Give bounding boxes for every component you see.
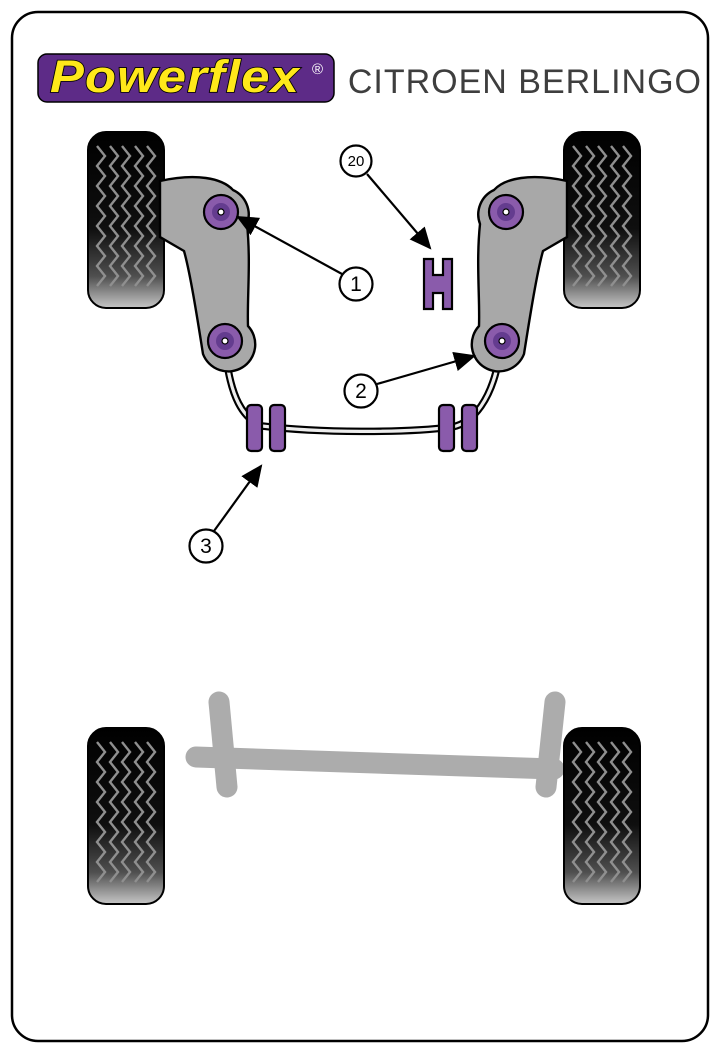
front-left-upper-bushing bbox=[202, 193, 240, 231]
callout-1: 1 bbox=[236, 215, 374, 302]
callout-2: 2 bbox=[343, 351, 477, 409]
rear-left-tire bbox=[86, 726, 166, 906]
callout-3: 3 bbox=[188, 464, 263, 564]
part-20-bushing bbox=[422, 257, 454, 311]
front-right-tire bbox=[562, 130, 642, 310]
rear-right-tire bbox=[562, 726, 642, 906]
front-left-tire bbox=[86, 130, 166, 310]
callout-20-arrow bbox=[366, 173, 432, 250]
registered-mark: ® bbox=[312, 61, 323, 78]
brand-text: Powerflex bbox=[50, 51, 301, 102]
front-suspension: 20 1 2 3 bbox=[86, 130, 642, 564]
callout-3-label: 3 bbox=[200, 535, 212, 558]
front-left-lower-bushing bbox=[206, 322, 244, 360]
powerflex-logo: Powerflex ® bbox=[37, 50, 335, 103]
callout-1-arrow bbox=[236, 215, 343, 275]
logo-background bbox=[37, 53, 335, 103]
callout-20: 20 bbox=[339, 144, 432, 250]
front-right-lower-bushing bbox=[483, 322, 521, 360]
rear-axle bbox=[86, 691, 642, 906]
vehicle-title: CITROEN BERLINGO bbox=[348, 63, 702, 101]
callout-2-label: 2 bbox=[355, 380, 367, 403]
callout-1-label: 1 bbox=[350, 273, 362, 296]
callout-3-arrow bbox=[213, 464, 263, 532]
callout-20-label: 20 bbox=[348, 153, 365, 170]
callout-2-arrow bbox=[376, 351, 477, 386]
front-right-upper-bushing bbox=[487, 193, 525, 231]
rear-left-trailing-stub bbox=[208, 691, 238, 798]
rear-axle-beam bbox=[185, 746, 565, 780]
